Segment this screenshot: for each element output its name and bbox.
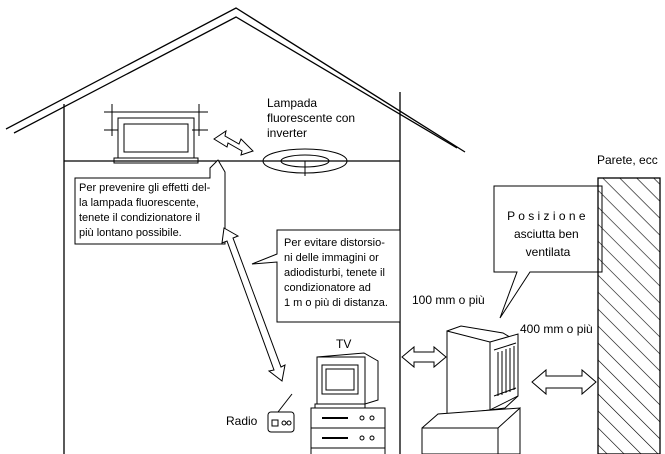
callout-interference: Per evitare distorsio- ni delle immagini… — [251, 229, 401, 323]
lamp-label: Lampada fluorescente con inverter — [267, 96, 358, 140]
clearance-arrow-400 — [531, 368, 597, 396]
svg-text:P o s i z i o n e asciut: P o s i z i o n e asciutta ben ventilata — [507, 209, 589, 259]
distance-arrow-lamp — [213, 129, 254, 156]
outdoor-unit — [446, 325, 519, 416]
callout-fluorescent: Per prevenire gli effetti del- la lampad… — [74, 159, 226, 245]
radio-icon — [267, 393, 295, 433]
svg-text:Per prevenire gli effetti del-: Per prevenire gli effetti del- la lampad… — [79, 182, 213, 239]
wall-label: Parete, ecc — [597, 153, 658, 167]
tv-set — [314, 352, 379, 409]
clearance-400-label: 400 mm o più — [520, 322, 593, 336]
svg-text:Per evitare distorsio- n: Per evitare distorsio- ni delle immagini… — [284, 237, 388, 309]
radio-label: Radio — [226, 414, 258, 428]
fluorescent-lamp — [262, 148, 348, 176]
tv-label: TV — [336, 337, 351, 351]
clearance-arrow-100 — [401, 345, 447, 369]
distance-arrow-radio — [221, 227, 286, 382]
wall — [597, 177, 661, 454]
stereo-stack — [310, 407, 386, 454]
ceiling-unit — [104, 104, 208, 164]
position-box: P o s i z i o n e asciutta ben ventilata — [493, 185, 603, 319]
clearance-100-label: 100 mm o più — [412, 293, 485, 307]
outdoor-unit-base — [421, 406, 521, 454]
